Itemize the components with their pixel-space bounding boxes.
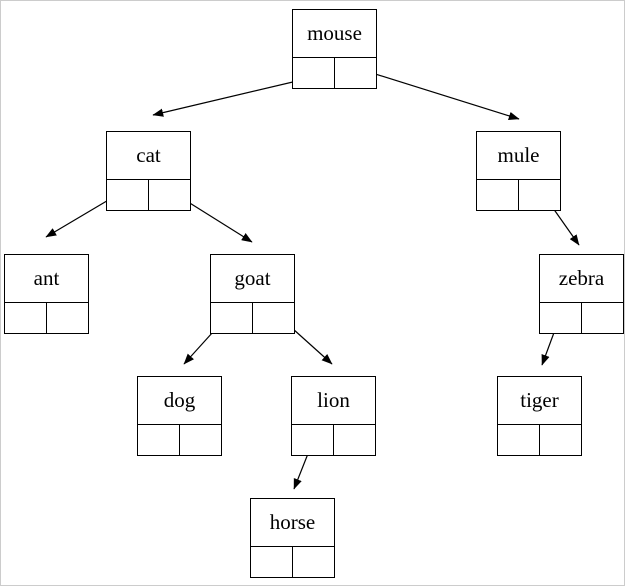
node-left-pointer-ant[interactable]	[5, 303, 47, 333]
node-pointers-cat	[107, 180, 190, 210]
node-label-goat: goat	[211, 255, 294, 303]
tree-node-horse[interactable]: horse	[250, 498, 335, 578]
node-pointers-tiger	[498, 425, 581, 455]
node-label-mule: mule	[477, 132, 560, 180]
node-pointers-mule	[477, 180, 560, 210]
node-left-pointer-mule[interactable]	[477, 180, 519, 210]
node-label-horse: horse	[251, 499, 334, 547]
node-pointers-mouse	[293, 58, 376, 88]
node-label-cat: cat	[107, 132, 190, 180]
tree-node-zebra[interactable]: zebra	[539, 254, 624, 334]
tree-node-ant[interactable]: ant	[4, 254, 89, 334]
node-right-pointer-mouse[interactable]	[335, 58, 376, 88]
node-right-pointer-horse[interactable]	[293, 547, 334, 577]
edge-mouse-left-to-cat	[152, 76, 315, 117]
node-pointers-zebra	[540, 303, 623, 333]
node-right-pointer-cat[interactable]	[149, 180, 190, 210]
node-left-pointer-dog[interactable]	[138, 425, 180, 455]
node-label-dog: dog	[138, 377, 221, 425]
tree-node-tiger[interactable]: tiger	[497, 376, 582, 456]
node-label-lion: lion	[292, 377, 375, 425]
node-left-pointer-horse[interactable]	[251, 547, 293, 577]
tree-node-goat[interactable]: goat	[210, 254, 295, 334]
node-right-pointer-dog[interactable]	[180, 425, 221, 455]
node-pointers-horse	[251, 547, 334, 577]
node-pointers-lion	[292, 425, 375, 455]
node-left-pointer-goat[interactable]	[211, 303, 253, 333]
tree-node-dog[interactable]: dog	[137, 376, 222, 456]
tree-node-cat[interactable]: cat	[106, 131, 191, 211]
node-right-pointer-mule[interactable]	[519, 180, 560, 210]
tree-node-mule[interactable]: mule	[476, 131, 561, 211]
node-label-zebra: zebra	[540, 255, 623, 303]
node-pointers-goat	[211, 303, 294, 333]
node-left-pointer-mouse[interactable]	[293, 58, 335, 88]
node-pointers-dog	[138, 425, 221, 455]
edge-mouse-right-to-mule	[352, 66, 520, 120]
node-right-pointer-ant[interactable]	[47, 303, 88, 333]
node-right-pointer-goat[interactable]	[253, 303, 294, 333]
node-label-mouse: mouse	[293, 10, 376, 58]
node-left-pointer-tiger[interactable]	[498, 425, 540, 455]
node-right-pointer-tiger[interactable]	[540, 425, 581, 455]
node-label-ant: ant	[5, 255, 88, 303]
node-left-pointer-cat[interactable]	[107, 180, 149, 210]
node-right-pointer-lion[interactable]	[334, 425, 375, 455]
node-left-pointer-zebra[interactable]	[540, 303, 582, 333]
tree-node-lion[interactable]: lion	[291, 376, 376, 456]
node-left-pointer-lion[interactable]	[292, 425, 334, 455]
node-right-pointer-zebra[interactable]	[582, 303, 623, 333]
tree-node-mouse[interactable]: mouse	[292, 9, 377, 89]
node-label-tiger: tiger	[498, 377, 581, 425]
node-pointers-ant	[5, 303, 88, 333]
